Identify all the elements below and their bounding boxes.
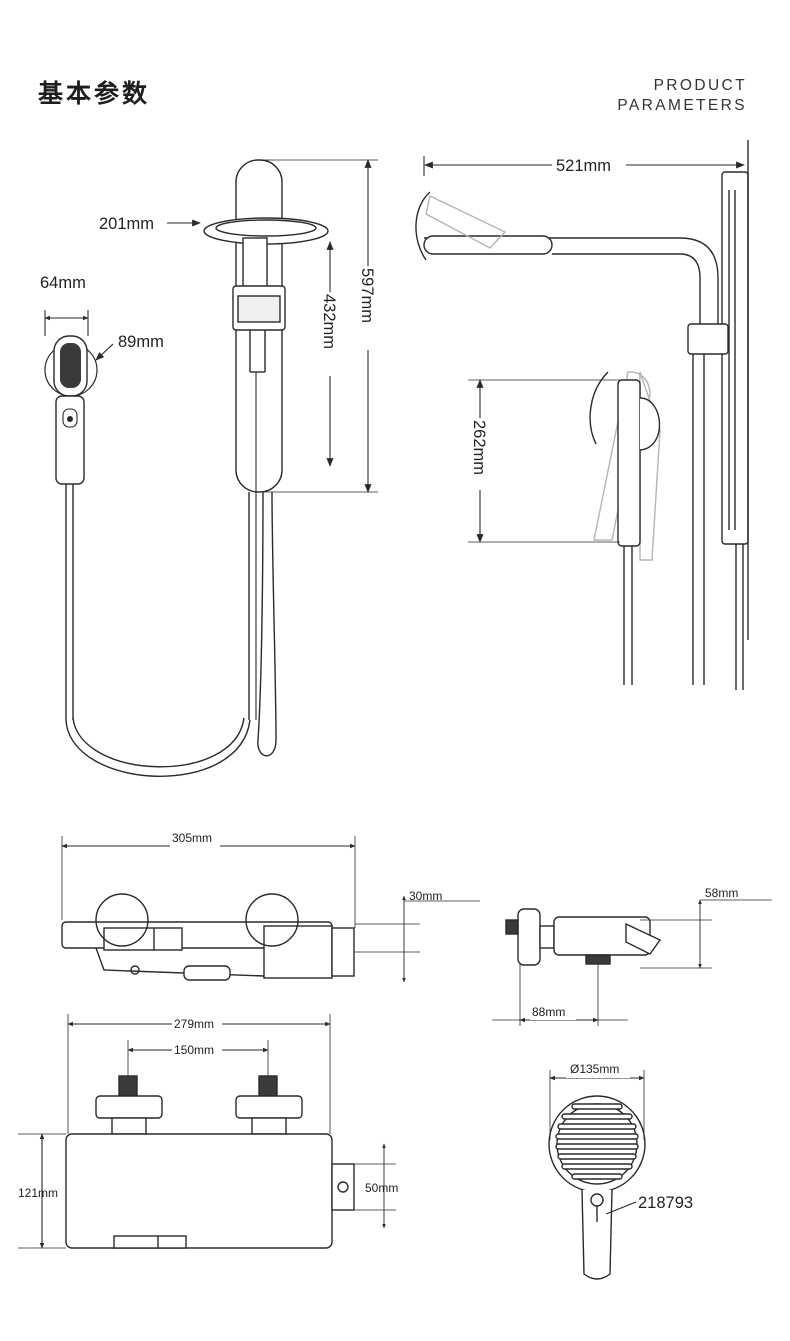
dimension-labels: 201mm 64mm 89mm 432mm 597mm 521mm 262mm …	[18, 154, 738, 1212]
page-title: 基本参数	[38, 79, 151, 108]
label-outlet-height: 50mm	[365, 1181, 398, 1195]
subtitle-line-2: PARAMETERS	[617, 97, 747, 114]
label-model-number: 218793	[638, 1194, 693, 1212]
label-handle-head: 89mm	[118, 333, 164, 351]
label-handle-width: 64mm	[40, 274, 86, 292]
subtitle-line-1: PRODUCT	[653, 77, 747, 94]
handshower-front-view	[44, 335, 251, 777]
label-swivel-height: 262mm	[470, 420, 488, 475]
mixer-front-view	[61, 893, 355, 981]
label-handshower-diameter: Ø135mm	[570, 1062, 619, 1076]
label-total-height: 597mm	[358, 268, 376, 323]
label-head-width: 201mm	[99, 215, 154, 233]
label-mixer-side-width: 88mm	[532, 1005, 565, 1019]
label-mixer-height: 121mm	[18, 1186, 58, 1200]
label-mixer-length: 305mm	[172, 831, 212, 845]
label-holder-height: 432mm	[320, 294, 338, 349]
label-mixer-side-depth: 58mm	[705, 886, 738, 900]
label-inlet-spacing: 150mm	[174, 1043, 214, 1057]
shower-system-side-view	[415, 140, 749, 690]
handshower-face-view	[548, 1095, 646, 1280]
label-mixer-depth: 30mm	[409, 889, 442, 903]
shower-rail-front-view	[203, 159, 329, 757]
label-arm-length: 521mm	[556, 157, 611, 175]
mixer-side-view	[505, 908, 662, 966]
mixer-top-view	[65, 1075, 355, 1249]
page-subtitle: PRODUCT PARAMETERS	[617, 76, 747, 116]
label-mixer-body-length: 279mm	[174, 1017, 214, 1031]
